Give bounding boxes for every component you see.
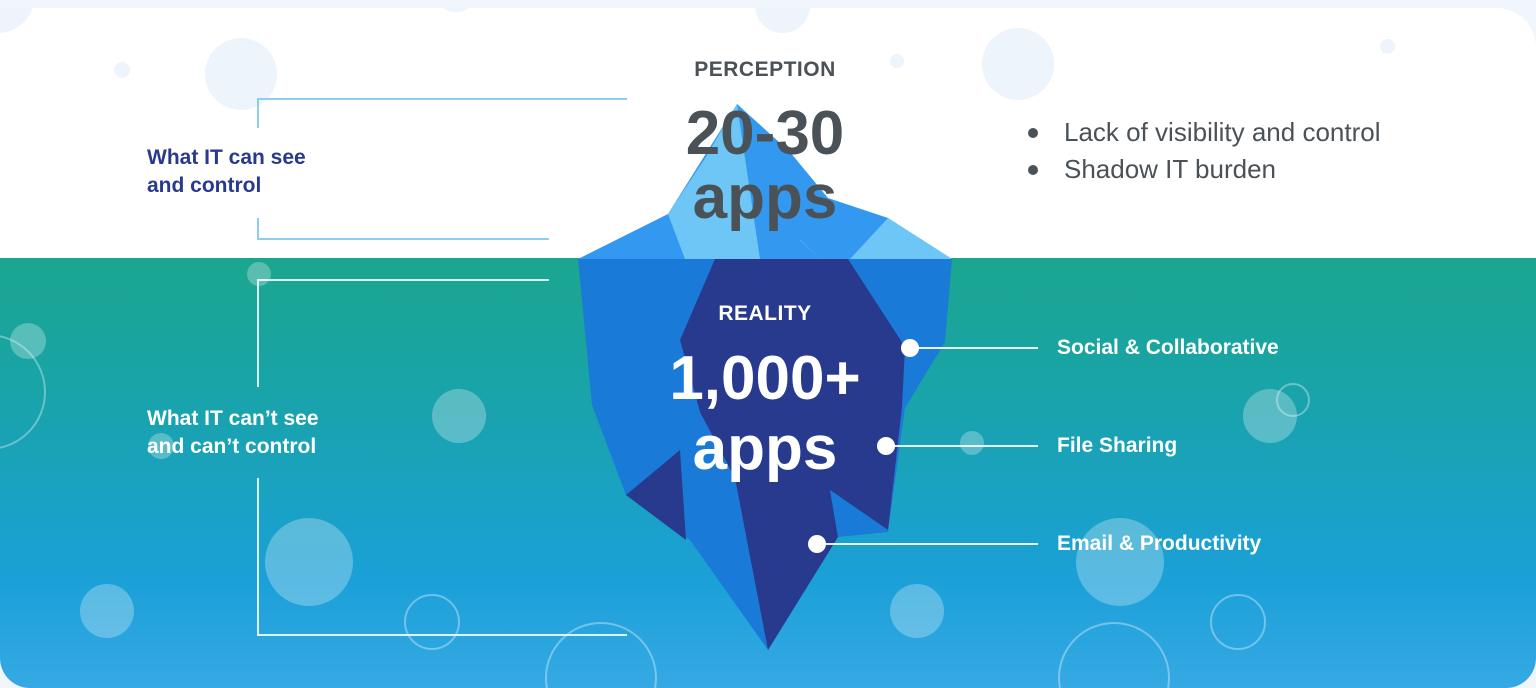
reality-heading: REALITY (718, 302, 812, 325)
issue-item: Shadow IT burden (1028, 151, 1380, 188)
category-email: Email & Productivity (1057, 532, 1262, 555)
reality-count: 1,000+ apps (615, 344, 915, 484)
iceberg-infographic: What IT can see and control What IT can’… (0, 8, 1536, 688)
hidden-apps-label-line1: What IT can’t see (147, 407, 319, 430)
visible-apps-label-line1: What IT can see (147, 146, 306, 169)
visible-bracket-top (257, 98, 627, 128)
connector-dot-icon (808, 535, 826, 553)
reality-count-unit: apps (692, 414, 838, 483)
category-social: Social & Collaborative (1057, 336, 1279, 359)
decor-bubble (432, 389, 486, 443)
perception-count-number: 20-30 (685, 99, 845, 168)
iceberg-illustration (578, 104, 952, 650)
decor-bubble (960, 431, 984, 455)
issue-label: Shadow IT burden (1064, 154, 1276, 184)
connector-line (817, 543, 1038, 545)
reality-count-number: 1,000+ (669, 344, 861, 413)
connector-line (910, 347, 1038, 349)
bullet-icon (1028, 164, 1038, 175)
hidden-bracket-top (257, 279, 549, 387)
decor-bubble (1380, 39, 1395, 54)
decor-bubble (982, 28, 1054, 100)
bullet-icon (1028, 127, 1038, 138)
decor-bubble (1076, 518, 1164, 606)
perception-count-unit: apps (692, 163, 838, 232)
hidden-apps-label-line2: and can’t control (147, 435, 317, 458)
connector-line (886, 445, 1038, 447)
decor-bubble (80, 584, 134, 638)
decor-bubble (265, 518, 353, 606)
decor-bubble (442, 8, 470, 12)
visible-bracket-bottom (257, 218, 549, 240)
decor-ring (404, 594, 460, 650)
hidden-apps-label: What IT can’t see and can’t control (147, 405, 319, 461)
decor-bubble (890, 54, 904, 68)
perception-count: 20-30 apps (615, 102, 915, 230)
issue-item: Lack of visibility and control (1028, 114, 1380, 151)
decor-ring (1276, 383, 1310, 417)
decor-bubble (247, 262, 271, 286)
visible-apps-label: What IT can see and control (147, 144, 306, 200)
connector-dot-icon (901, 339, 919, 357)
connector-dot-icon (877, 437, 895, 455)
hidden-bracket-bottom (257, 478, 627, 636)
issues-list: Lack of visibility and control Shadow IT… (1028, 114, 1380, 188)
decor-ring (1210, 594, 1266, 650)
category-file-sharing: File Sharing (1057, 434, 1178, 457)
perception-heading: PERCEPTION (694, 58, 836, 81)
issue-label: Lack of visibility and control (1064, 117, 1381, 147)
decor-bubble (890, 584, 944, 638)
visible-apps-label-line2: and control (147, 174, 262, 197)
decor-bubble (114, 62, 130, 78)
decor-bubble (148, 433, 174, 459)
